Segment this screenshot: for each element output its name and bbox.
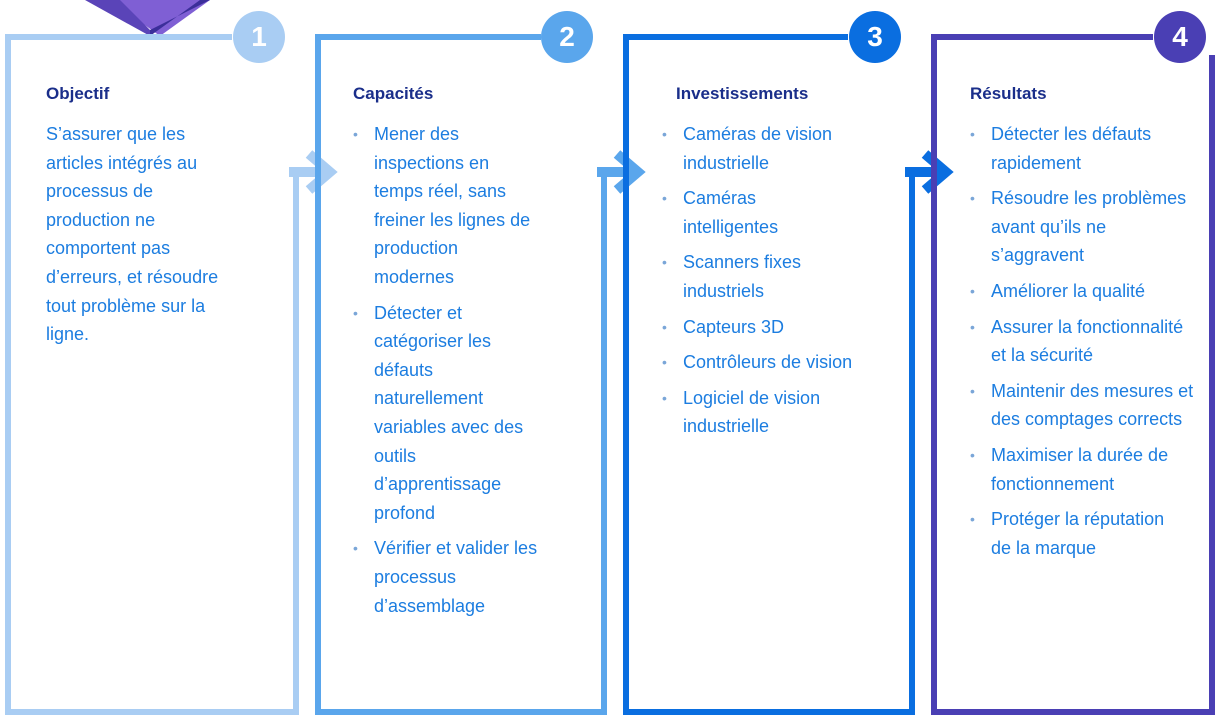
step-4-badge: 4 <box>1154 11 1206 63</box>
step-3-badge: 3 <box>849 11 901 63</box>
list-item: Protéger la réputation de la marque <box>970 505 1166 562</box>
capacites-list: Mener des inspections en temps réel, san… <box>353 120 565 620</box>
list-item: Scanners fixes industriels <box>662 248 843 305</box>
column-investissements: Investissements Caméras de vision indust… <box>662 84 882 448</box>
column-title: Objectif <box>46 84 110 103</box>
list-item: Contrôleurs de vision <box>662 348 853 377</box>
frame-4 <box>931 34 1215 715</box>
column-capacites: Capacités Mener des inspections en temps… <box>353 84 565 627</box>
column-resultats: Résultats Détecter les défauts rapidemen… <box>970 84 1202 569</box>
column-objectif: Objectif S’assurer que les articles inté… <box>46 84 226 349</box>
list-item: Capteurs 3D <box>662 313 882 342</box>
objective-text: S’assurer que les articles intégrés au p… <box>46 124 219 345</box>
list-item: Détecter et catégoriser les défauts natu… <box>353 299 534 528</box>
list-item: Caméras de vision industrielle <box>662 120 882 177</box>
list-item: Caméras intelligentes <box>662 184 813 241</box>
list-item: Mener des inspections en temps réel, san… <box>353 120 538 292</box>
list-item: Détecter les défauts rapidement <box>970 120 1199 177</box>
list-item: Assurer la fonctionnalité et la sécurité <box>970 313 1191 370</box>
cube-top <box>110 0 210 36</box>
resultats-list: Détecter les défauts rapidement Résoudre… <box>970 120 1202 562</box>
cube-left <box>85 0 150 36</box>
cube-icon <box>85 0 210 36</box>
list-item: Améliorer la qualité <box>970 277 1202 306</box>
list-item: Logiciel de vision industrielle <box>662 384 882 441</box>
column-title: Investissements <box>676 84 809 103</box>
list-item: Vérifier et valider les processus d’asse… <box>353 534 565 620</box>
column-title: Résultats <box>970 84 1047 103</box>
list-item: Maximiser la durée de fonctionnement <box>970 441 1197 498</box>
step-2-badge: 2 <box>541 11 593 63</box>
step-1-badge: 1 <box>233 11 285 63</box>
investissements-list: Caméras de vision industrielle Caméras i… <box>662 120 882 441</box>
list-item: Maintenir des mesures et des comptages c… <box>970 377 1202 434</box>
list-item: Résoudre les problèmes avant qu’ils ne s… <box>970 184 1202 270</box>
column-title: Capacités <box>353 84 434 103</box>
